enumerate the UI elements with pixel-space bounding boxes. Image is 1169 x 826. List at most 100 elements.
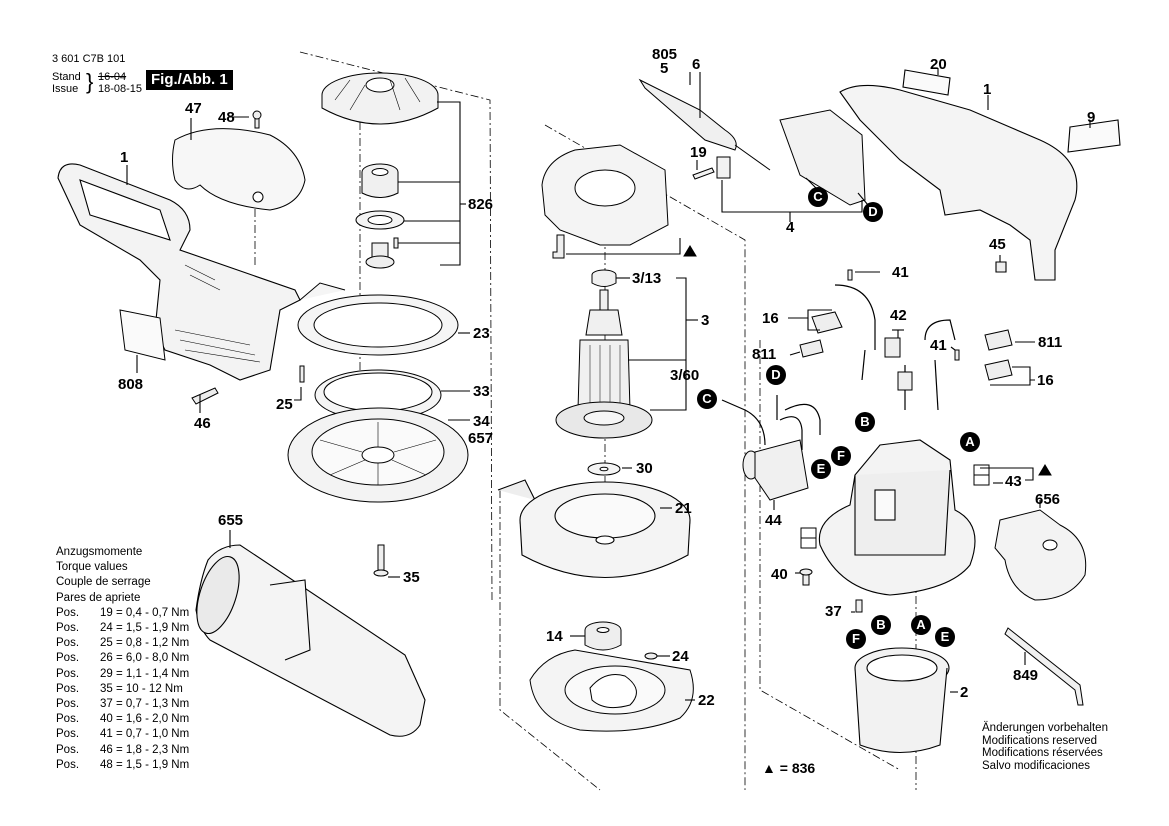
torque-row: Pos.41 = 0,7 - 1,0 Nm — [56, 728, 190, 741]
torque-row: Pos.35 = 10 - 12 Nm — [56, 682, 183, 695]
stator-part — [854, 647, 950, 754]
callout-44: 44 — [765, 512, 782, 529]
torque-row: Pos.29 = 1,1 - 1,4 Nm — [56, 667, 190, 680]
stand-label: Stand — [52, 71, 81, 83]
wire-parts — [721, 284, 956, 450]
callout-41-mid: 41 — [930, 337, 947, 354]
brace: } — [86, 69, 94, 94]
mod-en: Modifications reserved — [982, 734, 1098, 747]
callout-47: 47 — [185, 100, 202, 117]
part-number: 3 601 C7B 101 — [52, 53, 126, 65]
connector-badge-c: C — [808, 187, 828, 207]
terminal-boxes — [800, 464, 990, 549]
callout-656: 656 — [1035, 491, 1061, 508]
torque-row: Pos.24 = 1,5 - 1,9 Nm — [56, 622, 190, 635]
callout-9: 9 — [1087, 109, 1096, 126]
dust-cover-part — [172, 128, 306, 211]
bracket-42b-part — [897, 371, 913, 391]
connector-badge-c: C — [697, 389, 717, 409]
callout-20: 20 — [930, 56, 947, 73]
cover-22-part — [529, 649, 694, 732]
leader-lines — [126, 68, 1091, 701]
callout-2: 2 — [960, 684, 969, 701]
triangle-icon: ▲ — [762, 760, 776, 776]
callout-811-right: 811 — [1038, 334, 1063, 351]
triangle-marker-icon — [1038, 464, 1052, 476]
callout-19: 19 — [690, 144, 707, 161]
connector-badge-d: D — [766, 365, 786, 385]
brush-holder-parts — [799, 269, 1013, 381]
switch-part — [692, 109, 866, 206]
callout-3-60: 3/60 — [670, 367, 700, 384]
callout-25: 25 — [276, 396, 293, 413]
callout-6: 6 — [692, 56, 701, 73]
triangle-legend: ▲ = 836 — [762, 760, 815, 776]
modifications-notice: Änderungen vorbehalten Modifications res… — [982, 722, 1108, 772]
connector-badge-a: A — [960, 432, 980, 452]
callout-45: 45 — [989, 236, 1006, 253]
screw-parts — [191, 110, 389, 577]
triangle-legend-text: = 836 — [779, 760, 816, 776]
motor-frame-part — [818, 439, 976, 596]
dust-box-part — [195, 544, 426, 737]
callout-16-right: 16 — [1037, 372, 1054, 389]
gear-housing-part — [497, 479, 691, 579]
torque-row: Pos.37 = 0,7 - 1,3 Nm — [56, 698, 190, 711]
issue-date: 18-08-15 — [98, 83, 143, 95]
triangle-marker-icon — [683, 245, 697, 257]
mod-es: Salvo modificaciones — [982, 759, 1091, 772]
callout-41-top: 41 — [892, 264, 909, 281]
callout-5: 5 — [660, 60, 669, 77]
mod-fr: Modifications réservées — [982, 747, 1103, 760]
torque-table: Anzugsmomente Torque values Couple de se… — [56, 545, 189, 773]
torque-title-fr: Couple de serrage — [56, 576, 151, 589]
issue-label: Issue — [52, 83, 79, 95]
adapter-656-part — [994, 509, 1087, 601]
callout-40: 40 — [771, 566, 788, 583]
callout-3-13: 3/13 — [632, 270, 662, 287]
connector-badge-a: A — [911, 615, 931, 635]
callout-16-left: 16 — [762, 310, 779, 327]
torque-row: Pos.25 = 0,8 - 1,2 Nm — [56, 637, 190, 650]
callout-42: 42 — [890, 307, 907, 324]
connector-badge-f: F — [831, 446, 851, 466]
torque-row: Pos.19 = 0,4 - 0,7 Nm — [56, 606, 190, 619]
connector-badge-b: B — [855, 412, 875, 432]
callout-21: 21 — [675, 500, 692, 517]
connector-badge-b: B — [871, 615, 891, 635]
bearing-part — [361, 163, 399, 198]
callout-657: 657 — [468, 430, 494, 447]
callout-22: 22 — [698, 692, 715, 709]
old-date: 16-04 — [98, 71, 127, 83]
eccentric-part — [365, 237, 399, 269]
torque-row: Pos.26 = 6,0 - 8,0 Nm — [56, 652, 190, 665]
connector-badge-f: F — [846, 629, 866, 649]
callout-43: 43 — [1005, 473, 1022, 490]
ring-23-part — [297, 282, 459, 356]
callout-23: 23 — [473, 325, 490, 342]
torque-row: Pos.40 = 1,6 - 2,0 Nm — [56, 713, 190, 726]
callout-826: 826 — [468, 196, 494, 213]
connector-badge-e: E — [811, 459, 831, 479]
connector-badge-e: E — [935, 627, 955, 647]
callout-849: 849 — [1013, 667, 1039, 684]
handle-housing-part — [57, 163, 301, 381]
callout-811-left: 811 — [752, 346, 777, 363]
callout-4: 4 — [786, 219, 795, 236]
callout-24: 24 — [672, 648, 689, 665]
callout-46: 46 — [194, 415, 211, 432]
mod-de: Änderungen vorbehalten — [982, 722, 1108, 734]
connector-badge-d: D — [863, 202, 883, 222]
armature-part — [555, 269, 653, 439]
callout-14: 14 — [546, 628, 563, 645]
callout-655: 655 — [218, 512, 244, 529]
torque-title-es: Pares de apriete — [56, 591, 141, 604]
sanding-pad-part — [287, 407, 469, 503]
callout-1-right: 1 — [983, 81, 992, 98]
capacitor-part — [742, 439, 809, 501]
nut-24-part — [644, 652, 658, 660]
fan-part — [321, 72, 439, 125]
callout-30: 30 — [636, 460, 653, 477]
plate-part — [355, 210, 405, 230]
